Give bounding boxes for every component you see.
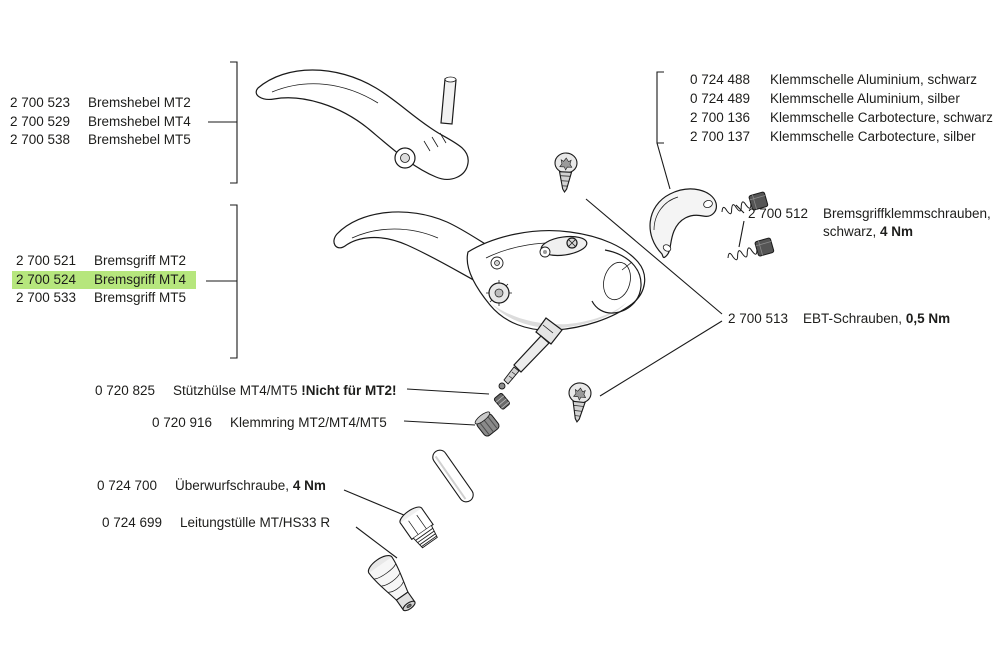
part-label: Bremsgriffklemmschrauben, schwarz, 4 Nm	[823, 206, 991, 239]
part-label: EBT-Schrauben, 0,5 Nm	[803, 311, 951, 326]
part-number: 2 700 513	[728, 311, 789, 326]
group-klemmschelle: 0 724 488 Klemmschelle Aluminium, schwar…	[690, 70, 993, 146]
part-number: 0 724 489	[690, 91, 751, 106]
part-label: Klemmschelle Aluminium, schwarz	[770, 72, 978, 87]
warning-text: !Nicht für MT2!	[301, 383, 397, 398]
handlebar-clamp-drawing	[649, 188, 717, 259]
part-number: 0 724 699	[102, 515, 163, 530]
brake-lever-blade-drawing	[255, 69, 469, 180]
callout-ebt-schrauben: 2 700 513 EBT-Schrauben, 0,5 Nm	[728, 310, 950, 328]
part-number: 2 700 529	[10, 113, 71, 129]
leader-klemmring	[403, 420, 476, 426]
part-number: 2 700 524	[16, 271, 77, 287]
part-row[interactable]: 2 700 136 Klemmschelle Carbotecture, sch…	[690, 108, 993, 127]
part-label: Bremsgriff MT5	[94, 290, 187, 305]
part-label: Klemmschelle Carbotecture, silber	[770, 129, 976, 144]
leader-lines	[206, 61, 745, 559]
clamp-screw-spring-top-drawing	[721, 191, 769, 215]
callout-stuetzhuelse: 0 720 825 Stützhülse MT4/MT5 !Nicht für …	[95, 382, 397, 400]
leader-ebt-schrauben	[585, 198, 723, 397]
callout-klemmschrauben: 2 700 512 Bremsgriffklemmschrauben, schw…	[748, 205, 991, 241]
callout-ueberwurfschraube: 0 724 700 Überwurfschraube, 4 Nm	[97, 477, 326, 495]
part-number: 2 700 523	[10, 95, 71, 110]
bracket-klemmschelle	[656, 71, 671, 190]
part-label: Bremshebel MT2	[88, 95, 191, 110]
part-label: Klemmschelle Aluminium, silber	[770, 91, 960, 106]
part-number: 0 720 916	[152, 415, 213, 430]
part-number: 0 724 700	[97, 478, 158, 493]
hose-fitting-drawing	[367, 555, 416, 612]
lever-pin-drawing	[440, 78, 457, 125]
part-row[interactable]: 0 724 488 Klemmschelle Aluminium, schwar…	[690, 70, 993, 89]
part-label: Überwurfschraube, 4 Nm	[175, 478, 326, 493]
callout-leitungstuelle: 0 724 699 Leitungstülle MT/HS33 R	[102, 514, 330, 532]
part-number: 2 700 533	[16, 290, 77, 305]
part-label: Klemmring MT2/MT4/MT5	[230, 415, 387, 430]
torque-value: 0,5 Nm	[905, 311, 951, 326]
leader-leitungstuelle	[355, 526, 398, 559]
part-row[interactable]: 2 700 523 Bremshebel MT2	[10, 94, 191, 113]
piston-rod-drawing	[513, 335, 550, 373]
support-sleeve-drawing	[493, 393, 510, 410]
part-label: Klemmschelle Carbotecture, schwarz	[770, 110, 993, 125]
part-number: 2 700 521	[16, 253, 77, 268]
part-label: Bremshebel MT4	[88, 113, 191, 129]
torque-value: 4 Nm	[292, 478, 326, 493]
bracket-bremshebel	[208, 61, 238, 184]
hose-sleeve-drawing	[432, 449, 474, 503]
ebt-screw-top-drawing	[554, 152, 578, 193]
part-number: 2 700 136	[690, 110, 751, 125]
part-number: 2 700 512	[748, 206, 809, 221]
brake-lever-body-drawing	[333, 211, 646, 390]
union-nut-drawing	[399, 506, 438, 549]
leader-stuetzhuelse	[406, 388, 490, 395]
part-row-highlighted[interactable]: 2 700 524 Bremsgriff MT4	[12, 270, 197, 289]
part-row[interactable]: 0 724 489 Klemmschelle Aluminium, silber	[690, 89, 993, 108]
group-bremshebel: 2 700 523 Bremshebel MT2 2 700 529 Brems…	[10, 94, 191, 150]
part-label: Bremsgriff MT2	[94, 253, 187, 268]
part-row[interactable]: 2 700 533 Bremsgriff MT5	[16, 289, 196, 308]
clamp-ring-drawing	[474, 411, 500, 437]
part-label: Leitungstülle MT/HS33 R	[180, 515, 331, 530]
group-bremsgriff: 2 700 521 Bremsgriff MT2 2 700 524 Brems…	[12, 252, 197, 308]
part-row[interactable]: 2 700 137 Klemmschelle Carbotecture, sil…	[690, 127, 993, 146]
part-number: 2 700 137	[690, 129, 751, 144]
part-row[interactable]: 2 700 538 Bremshebel MT5	[10, 131, 191, 150]
callout-klemmring: 0 720 916 Klemmring MT2/MT4/MT5	[152, 414, 387, 432]
leader-klemmschrauben	[735, 204, 745, 248]
leader-ueberwurfschraube	[343, 489, 412, 519]
part-label: Bremshebel MT5	[88, 132, 191, 147]
part-number: 2 700 538	[10, 132, 71, 147]
part-row[interactable]: 2 700 521 Bremsgriff MT2	[16, 252, 196, 271]
part-label: Stützhülse MT4/MT5 !Nicht für MT2!	[173, 383, 397, 398]
torque-value: 4 Nm	[880, 224, 914, 239]
bracket-bremsgriff	[206, 204, 238, 359]
part-number: 0 720 825	[95, 383, 156, 398]
clamp-screw-spring-bottom-drawing	[727, 237, 775, 261]
part-number: 0 724 488	[690, 72, 751, 87]
part-label: Bremsgriff MT4	[94, 271, 187, 287]
part-row[interactable]: 2 700 529 Bremshebel MT4	[10, 113, 191, 132]
ebt-screw-bottom-drawing	[568, 382, 592, 423]
